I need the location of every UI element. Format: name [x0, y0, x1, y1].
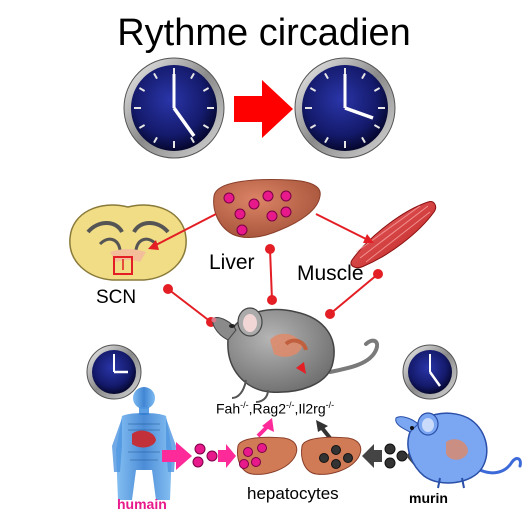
genotype-label: Fah-/-,Rag2-/-,Il2rg-/-: [216, 400, 334, 417]
liver-organ-icon: [213, 179, 321, 238]
human-body-icon: [112, 387, 176, 500]
gene-rag2: ,Rag2: [248, 400, 286, 417]
gene-rag2-sup: -/-: [285, 400, 295, 410]
dark-arrow-up-icon: [316, 420, 332, 440]
brain-slice-icon: [69, 204, 187, 281]
gene-fah-sup: -/-: [240, 400, 249, 410]
hepatocyte-liver-human-icon: [237, 436, 298, 475]
gray-mouse-icon: [211, 307, 379, 403]
magenta-arrow-right-icon: [162, 442, 192, 470]
red-arrow-icon: [234, 80, 293, 138]
hepatocytes-label: hepatocytes: [247, 484, 339, 503]
hepatocyte-liver-murin-icon: [301, 436, 362, 475]
dark-arrow-left-1-icon: [362, 444, 382, 468]
gene-il2rg: ,Il2rg: [294, 400, 326, 417]
clock-small-right-icon: [402, 344, 458, 400]
scn-label: SCN: [96, 287, 137, 308]
connector-lines: [163, 244, 383, 327]
diagram-title: Rythme circadien: [117, 12, 411, 54]
clock-small-left-icon: [86, 344, 142, 400]
blue-mouse-icon: [395, 412, 522, 489]
liver-to-muscle-arrow: [315, 213, 374, 243]
humain-label: humain: [117, 496, 167, 512]
magenta-arrow-up-icon: [256, 418, 274, 438]
liver-to-brain-arrow: [148, 213, 217, 250]
liver-label: Liver: [209, 251, 255, 274]
murin-hepatocyte-dots: [384, 443, 408, 469]
scn-highlight-box: [113, 256, 133, 275]
gene-il2rg-sup: -/-: [325, 400, 335, 410]
human-hepatocyte-dots: [192, 443, 218, 468]
magenta-arrow-right-2-icon: [218, 444, 236, 468]
gene-fah: Fah: [216, 400, 241, 417]
clock-left-icon: [123, 57, 225, 159]
muscle-organ-icon: [350, 201, 437, 269]
clock-right-icon: [294, 57, 396, 159]
muscle-label: Muscle: [297, 262, 364, 285]
murin-label: murin: [409, 490, 448, 506]
